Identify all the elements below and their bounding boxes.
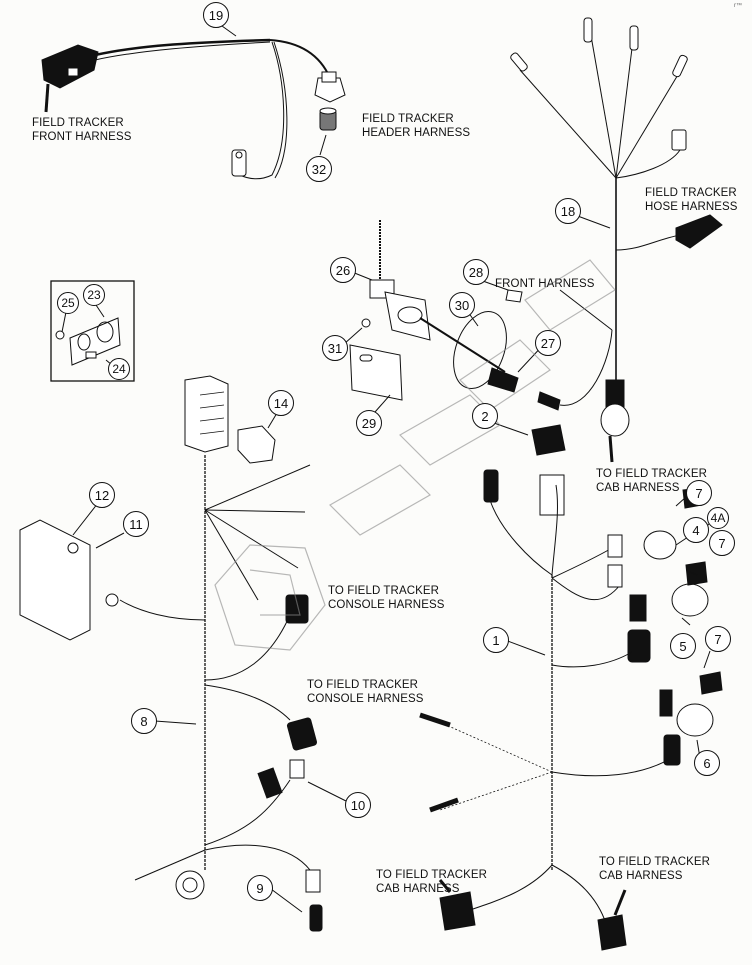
label-line: TO FIELD TRACKER: [596, 468, 708, 480]
label-field-tracker-header-harness: FIELD TRACKER HEADER HARNESS: [362, 112, 470, 140]
callout-32: 32: [306, 156, 332, 182]
callout-18: 18: [555, 198, 581, 224]
label-line: CAB HARNESS: [599, 870, 683, 882]
callout-19: 19: [203, 2, 229, 28]
label-cab-harness-top: TO FIELD TRACKER CAB HARNESS: [596, 467, 707, 495]
label-cab-harness-bottom-right: TO FIELD TRACKER CAB HARNESS: [599, 855, 710, 883]
inset-box: [50, 280, 135, 382]
label-console-harness-2: TO FIELD TRACKER CONSOLE HARNESS: [307, 678, 424, 706]
label-cab-harness-bottom-left: TO FIELD TRACKER CAB HARNESS: [376, 868, 487, 896]
callout-25: 25: [57, 292, 79, 314]
callout-4: 4: [683, 517, 709, 543]
label-line: CAB HARNESS: [376, 883, 460, 895]
callout-2: 2: [472, 403, 498, 429]
callout-5: 5: [670, 633, 696, 659]
callout-31: 31: [322, 335, 348, 361]
callout-26: 26: [330, 257, 356, 283]
callout-14: 14: [268, 390, 294, 416]
harness-19: [41, 38, 346, 180]
callout-4a: 4A: [707, 507, 729, 529]
callout-30: 30: [449, 292, 475, 318]
label-line: TO FIELD TRACKER: [599, 856, 711, 868]
label-field-tracker-hose-harness: FIELD TRACKER HOSE HARNESS: [645, 186, 738, 214]
callout-27: 27: [535, 330, 561, 356]
callout-8: 8: [131, 708, 157, 734]
label-line: TO FIELD TRACKER: [328, 585, 440, 597]
label-line: CONSOLE HARNESS: [328, 599, 445, 611]
callout-29: 29: [356, 410, 382, 436]
callout-1: 1: [483, 627, 509, 653]
label-line: FIELD TRACKER: [32, 117, 124, 129]
callout-9: 9: [247, 875, 273, 901]
callout-12: 12: [89, 482, 115, 508]
label-line: TO FIELD TRACKER: [307, 679, 419, 691]
front-connector: [41, 44, 99, 89]
label-line: HOSE HARNESS: [645, 201, 738, 213]
label-line: FIELD TRACKER: [645, 187, 737, 199]
label-field-tracker-front-harness: FIELD TRACKER FRONT HARNESS: [32, 116, 132, 144]
corner-mark: r™: [734, 3, 742, 9]
callout-11: 11: [123, 511, 149, 537]
label-line: FRONT HARNESS: [495, 278, 595, 290]
callout-7b: 7: [709, 530, 735, 556]
label-line: CAB HARNESS: [596, 482, 680, 494]
watermark: [214, 259, 616, 651]
label-line: HEADER HARNESS: [362, 127, 471, 139]
harness-18: [510, 17, 723, 463]
callout-28: 28: [463, 259, 489, 285]
label-console-harness-1: TO FIELD TRACKER CONSOLE HARNESS: [328, 584, 445, 612]
callout-7c: 7: [705, 626, 731, 652]
callout-24: 24: [108, 358, 130, 380]
left-components: [19, 375, 323, 932]
harness-1: [419, 469, 723, 951]
label-line: FRONT HARNESS: [32, 131, 132, 143]
label-line: TO FIELD TRACKER: [376, 869, 488, 881]
bracket-assembly: [349, 220, 613, 516]
label-line: CONSOLE HARNESS: [307, 693, 424, 705]
callout-7a: 7: [686, 480, 712, 506]
callout-10: 10: [345, 792, 371, 818]
callout-6: 6: [694, 750, 720, 776]
callout-23: 23: [83, 284, 105, 306]
label-front-harness: FRONT HARNESS: [495, 277, 595, 291]
label-line: FIELD TRACKER: [362, 113, 454, 125]
